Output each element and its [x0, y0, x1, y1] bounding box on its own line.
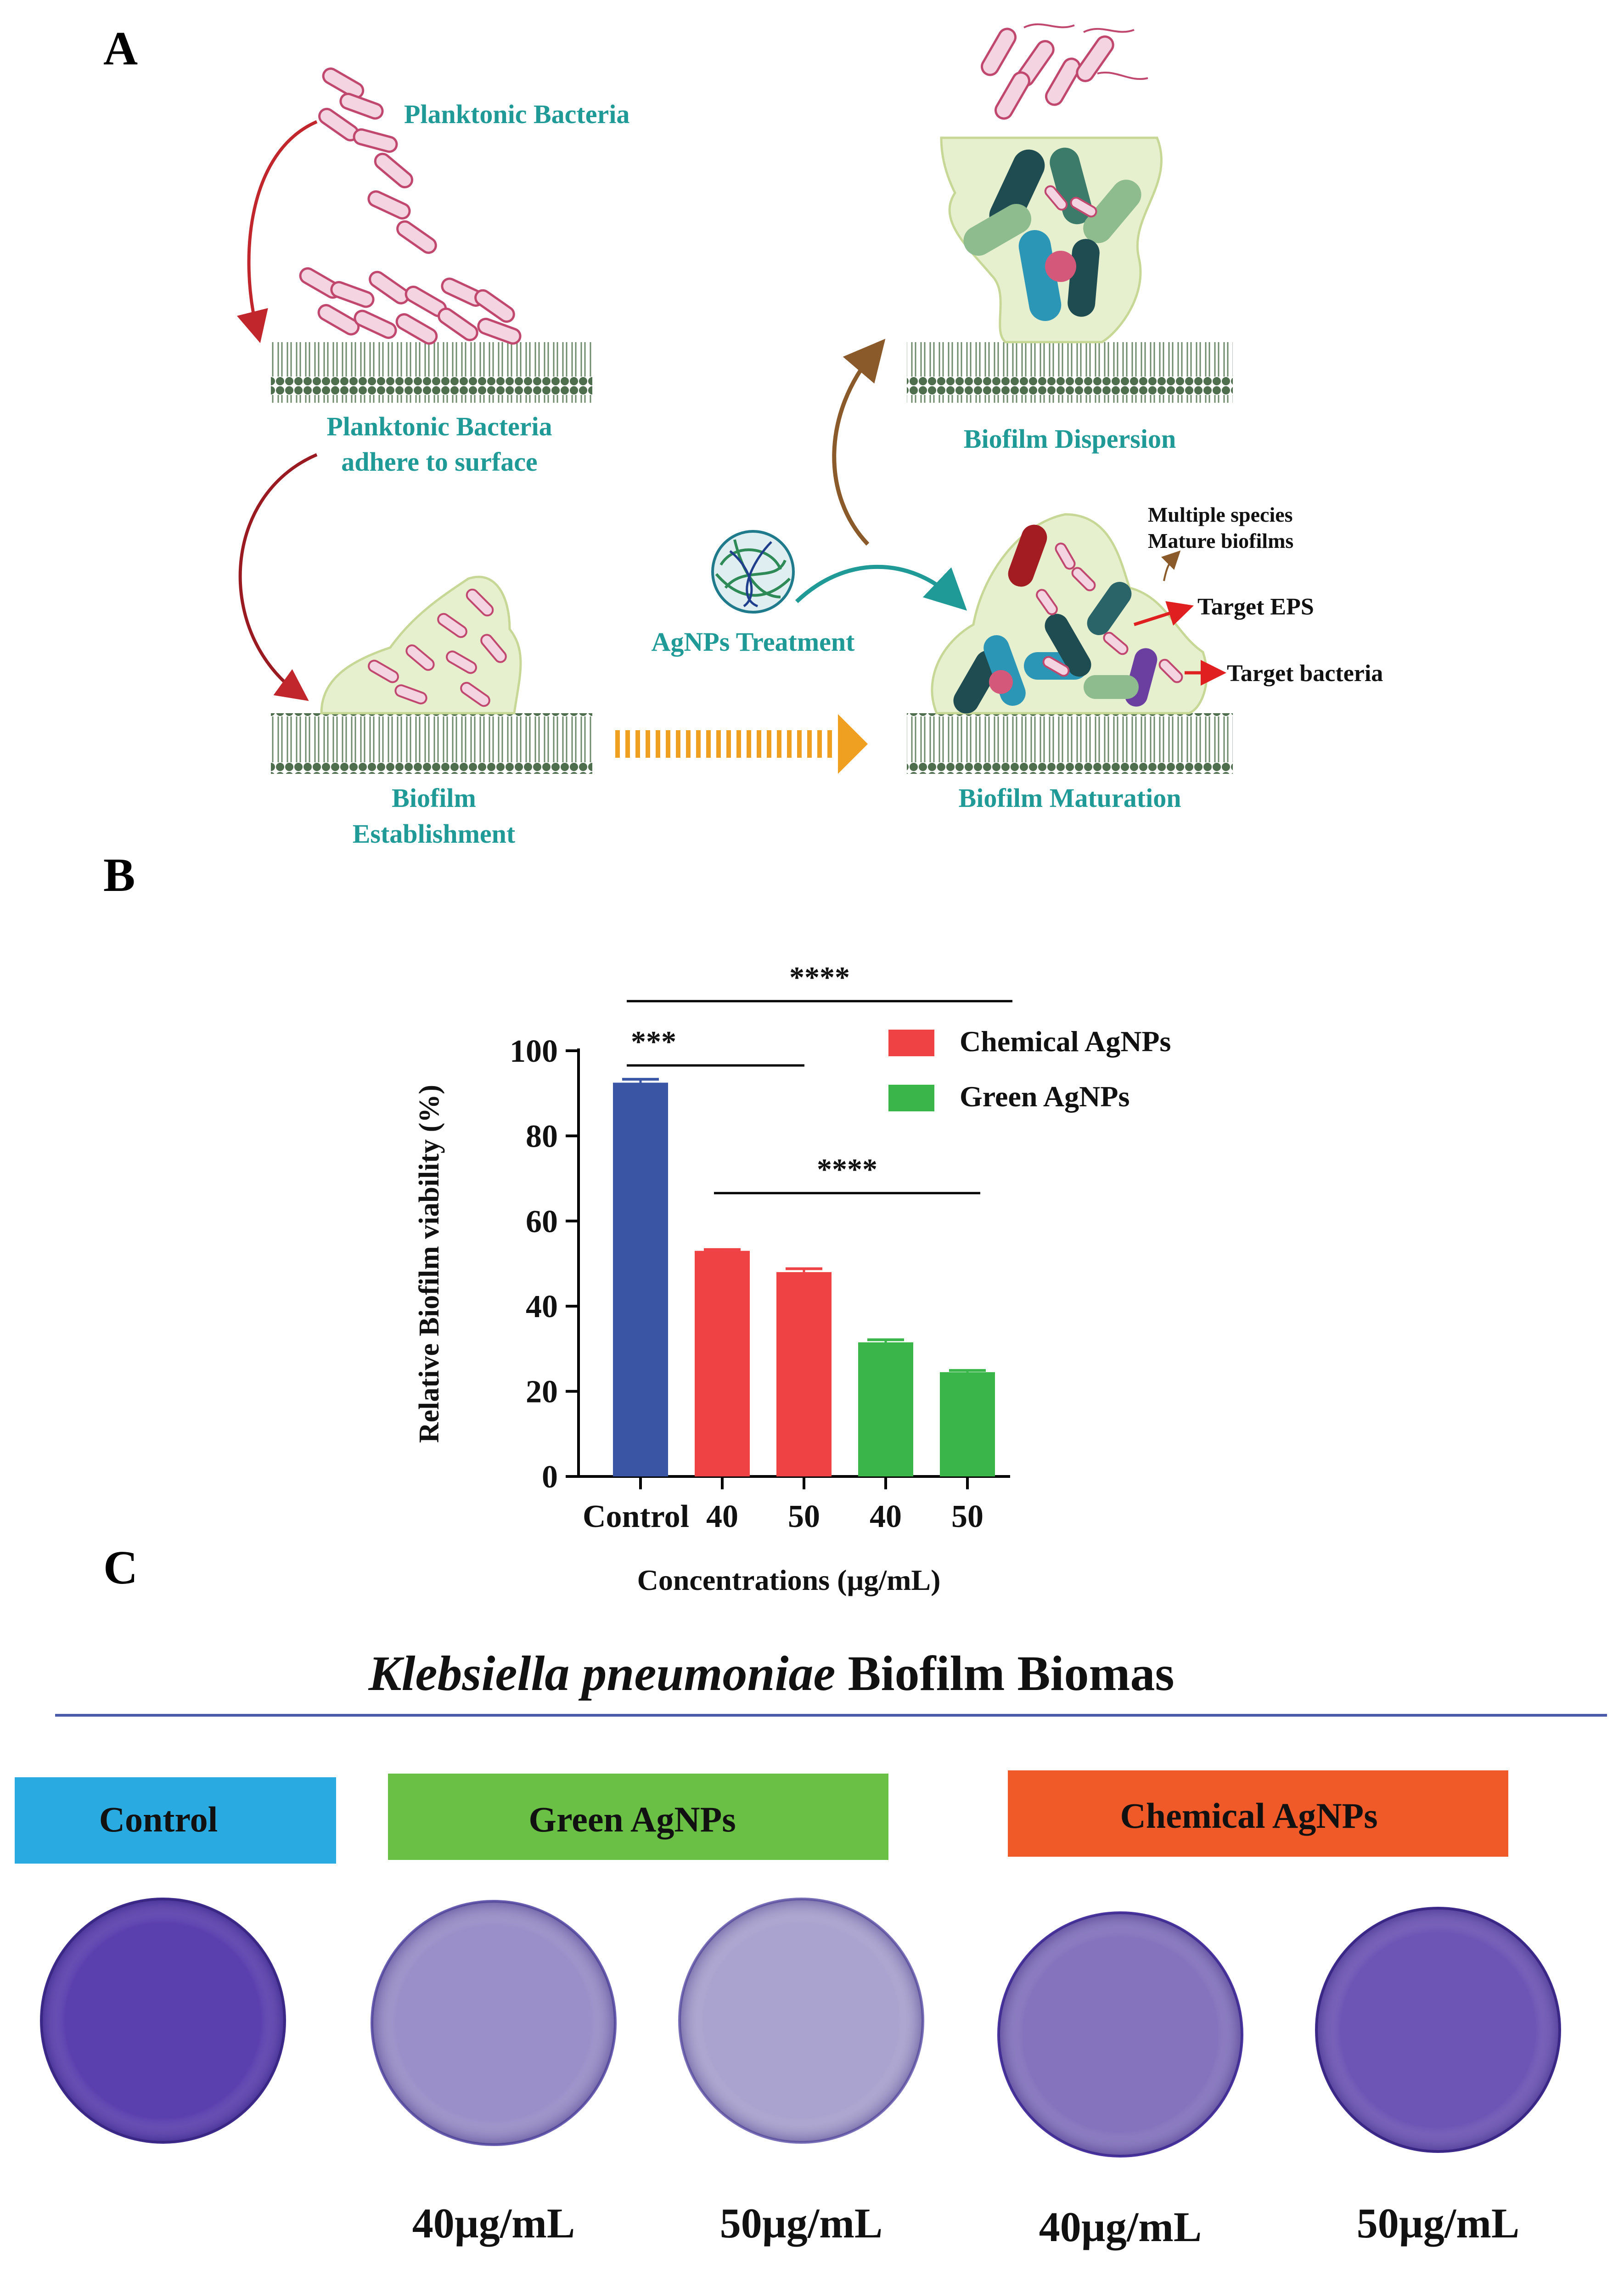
y-tick-label: 80: [526, 1119, 558, 1154]
arrow-multiple-species: [1161, 550, 1181, 581]
label-target-eps: Target EPS: [1197, 594, 1314, 620]
well-label-chemical-50: 50µg/mL: [1357, 2200, 1520, 2247]
panel-label-c: C: [103, 1541, 138, 1594]
well-label-green-50: 50µg/mL: [720, 2200, 883, 2247]
agnps-nanoparticle-icon: [711, 530, 795, 614]
legend-label-green: Green AgNPs: [960, 1080, 1129, 1113]
y-tick-label: 40: [526, 1289, 558, 1324]
y-tick-label: 60: [526, 1204, 558, 1239]
chart-legend: Chemical AgNPs Green AgNPs: [888, 1025, 1171, 1113]
label-biofilm-dispersion: Biofilm Dispersion: [964, 424, 1176, 454]
y-axis-label: Relative Biofilm viability (%): [414, 1085, 445, 1443]
well-green-40: [371, 1900, 617, 2146]
well-label-chemical-40: 40µg/mL: [1039, 2203, 1202, 2250]
bars: [613, 1078, 995, 1476]
y-tick-label: 0: [542, 1459, 558, 1495]
x-axis-ticks: Control 40 50 40 50: [583, 1476, 983, 1534]
label-establish-line1: Biofilm: [392, 783, 476, 813]
membrane-surface-3: [907, 342, 1233, 403]
x-tick-label: 50: [788, 1499, 820, 1534]
panel-label-b: B: [103, 849, 135, 901]
bar: [776, 1272, 832, 1476]
label-adhere-line1: Planktonic Bacteria: [326, 411, 552, 441]
dispersed-bacteria-illustration: [981, 23, 1148, 120]
bar: [695, 1251, 750, 1476]
y-tick-label: 100: [510, 1034, 558, 1069]
group-banner-green: [388, 1774, 888, 1860]
panel-c-title-rest: Biofilm Biomas: [836, 1646, 1174, 1701]
label-multiple-species: Multiple species: [1148, 503, 1293, 526]
biofilm-dispersion-illustration: [940, 136, 1163, 344]
well-chemical-50: [1315, 1907, 1561, 2153]
planktonic-bacteria-illustration: [299, 68, 522, 345]
y-tick-label: 20: [526, 1375, 558, 1410]
arrow-dispersion: [832, 338, 886, 546]
arrow-treatment: [795, 564, 967, 611]
arrow-establish: [238, 453, 318, 701]
membrane-surface-4: [907, 713, 1233, 774]
significance-brackets: ***********: [627, 961, 1012, 1194]
label-target-bacteria: Target bacteria: [1227, 660, 1383, 687]
group-label-green: Green AgNPs: [528, 1799, 736, 1839]
panel-c-title: Klebsiella pneumoniae Biofilm Biomas: [368, 1646, 1174, 1701]
legend-swatch-green: [888, 1085, 934, 1111]
arrow-progression: [615, 714, 868, 774]
well-green-50: [678, 1898, 924, 2144]
significance-label: ****: [789, 961, 850, 994]
significance-label: ***: [631, 1025, 676, 1059]
arrow-target-eps: [1133, 601, 1194, 626]
x-tick-label: 50: [951, 1499, 983, 1534]
well-control: [40, 1898, 286, 2144]
x-tick-label: 40: [706, 1499, 738, 1534]
membrane-surface-1: [271, 342, 592, 403]
label-adhere-line2: adhere to surface: [341, 447, 537, 477]
membrane-surface-2: [271, 713, 592, 774]
group-banner-control: [15, 1777, 336, 1864]
well-label-green-40: 40µg/mL: [412, 2200, 575, 2247]
bar: [858, 1342, 913, 1476]
well-chemical-40: [997, 1911, 1243, 2158]
biofilm-maturation-illustration: [931, 513, 1208, 715]
panel-c-title-species: Klebsiella pneumoniae: [368, 1646, 835, 1701]
bar: [940, 1372, 995, 1476]
x-tick-label: Control: [583, 1499, 689, 1534]
x-tick-label: 40: [870, 1499, 902, 1534]
label-agnps-treatment: AgNPs Treatment: [652, 627, 855, 657]
label-planktonic-bacteria: Planktonic Bacteria: [404, 99, 629, 129]
group-label-chemical: Chemical AgNPs: [1120, 1796, 1377, 1836]
significance-label: ****: [817, 1153, 877, 1186]
group-banner-chemical: [1008, 1770, 1508, 1857]
y-axis-ticks: 0 20 40 60 80 100: [510, 1034, 579, 1495]
label-mature-biofilms: Mature biofilms: [1148, 529, 1293, 552]
biofilm-establishment-illustration: [320, 575, 522, 715]
group-label-control: Control: [99, 1799, 218, 1839]
legend-swatch-chemical: [888, 1030, 934, 1056]
x-axis-label: Concentrations (µg/mL): [637, 1564, 941, 1596]
bar: [613, 1082, 668, 1476]
legend-label-chemical: Chemical AgNPs: [960, 1025, 1171, 1058]
panel-label-a: A: [103, 22, 138, 75]
label-establish-line2: Establishment: [353, 819, 516, 849]
arrow-adhere: [236, 120, 318, 344]
label-biofilm-maturation: Biofilm Maturation: [959, 783, 1181, 813]
